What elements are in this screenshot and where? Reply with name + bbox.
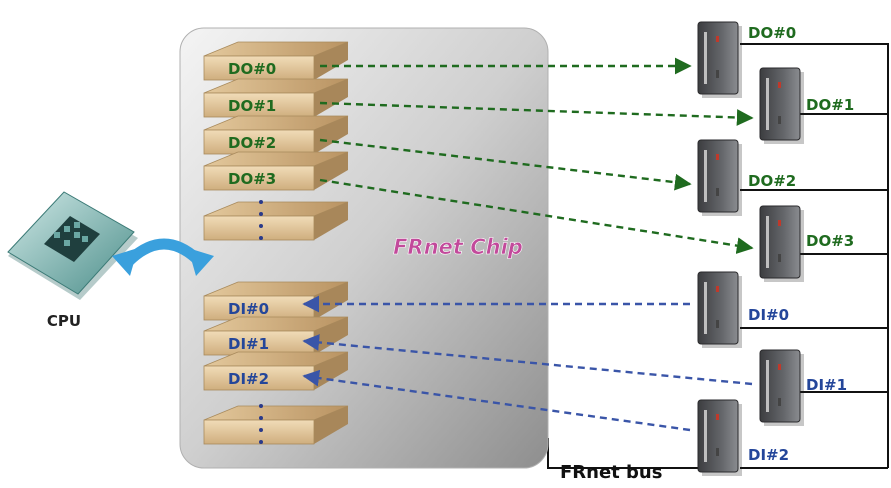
cpu-label: CPU (47, 312, 81, 330)
arrow-do-2 (319, 138, 692, 191)
slot-do-1: DO#1 (203, 78, 349, 118)
cpu-chip-icon (7, 191, 138, 300)
slot-do-0-label: DO#0 (228, 60, 276, 78)
slot-continuation-dots (259, 200, 263, 444)
slot-do-1-label: DO#1 (228, 97, 276, 115)
io-module-6-label: DI#2 (748, 446, 789, 464)
io-module-2-label: DO#2 (748, 172, 796, 190)
io-module-3-label: DO#3 (806, 232, 854, 250)
io-module-1-label: DO#1 (806, 96, 854, 114)
io-module-2: DO#2 (697, 139, 796, 216)
io-module-4-label: DI#0 (748, 306, 789, 324)
slot-do-3: DO#3 (203, 151, 349, 191)
io-module-0: DO#0 (697, 21, 796, 98)
slot-do-0: DO#0 (203, 41, 349, 81)
io-module-icon (697, 139, 739, 213)
bus-label: FRnet bus (560, 462, 662, 483)
slot-di-2-label: DI#2 (228, 370, 269, 388)
io-module-0-label: DO#0 (748, 24, 796, 42)
arrow-di-2 (302, 369, 691, 432)
slot-do-3-label: DO#3 (228, 170, 276, 188)
slot-do-2: DO#2 (203, 115, 349, 155)
io-module-icon (697, 271, 739, 345)
arrow-do-3 (319, 178, 754, 254)
exchange-arrow-icon (112, 238, 214, 276)
io-module-3: DO#3 (759, 205, 854, 282)
slot-di-1: DI#1 (203, 316, 349, 356)
slot-do-2-label: DO#2 (228, 134, 276, 152)
io-module-icon (697, 399, 739, 473)
slot-blank-0 (203, 201, 349, 241)
io-module-6: DI#2 (697, 399, 789, 476)
io-module-icon (759, 205, 801, 279)
io-module-4: DI#0 (697, 271, 789, 348)
io-module-icon (759, 349, 801, 423)
arrow-di-1 (302, 334, 753, 386)
frnet-bus-lines (547, 43, 889, 469)
slot-di-1-label: DI#1 (228, 335, 269, 353)
slot-di-0-label: DI#0 (228, 300, 269, 318)
chip-label: FRnet Chip (393, 235, 523, 259)
io-module-icon (697, 21, 739, 95)
io-module-5-label: DI#1 (806, 376, 847, 394)
io-module-1: DO#1 (759, 67, 854, 144)
io-module-5: DI#1 (759, 349, 847, 426)
slot-blank-1 (203, 405, 349, 445)
slot-di-2: DI#2 (203, 351, 349, 391)
arrow-do-1 (319, 101, 754, 126)
slot-di-0: DI#0 (203, 281, 349, 321)
io-module-icon (759, 67, 801, 141)
